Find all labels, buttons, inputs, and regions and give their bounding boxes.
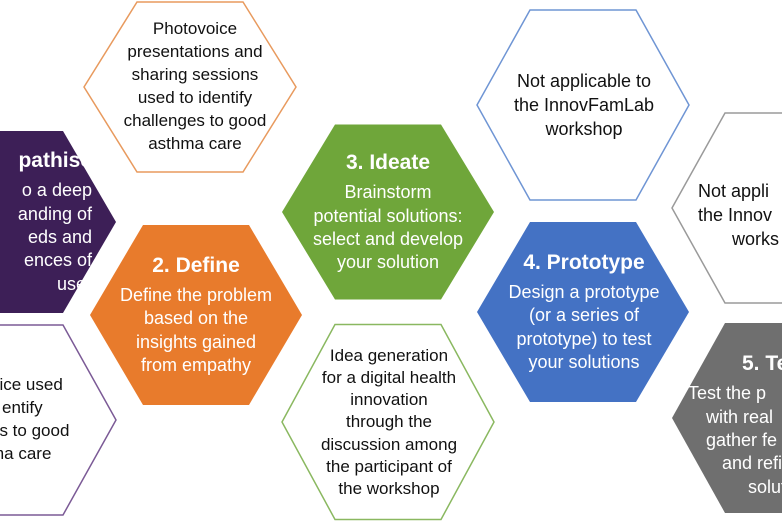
- text-line: ences of: [23, 250, 92, 271]
- text-line: workshop: [545, 119, 623, 140]
- text-line: from empathy: [140, 354, 252, 375]
- text-line: the Innov: [698, 204, 773, 225]
- stage-prototype: 4. Prototype Design a prototype (or a se…: [482, 222, 686, 402]
- text-line: Test the p: [688, 383, 767, 404]
- hexagon-ideate-note: [281, 323, 495, 521]
- text-line: o a deep: [21, 180, 92, 201]
- text-line: insights gained: [135, 331, 257, 352]
- text-line: asthma care: [148, 133, 242, 153]
- text-line: Not applicable to: [516, 70, 652, 91]
- hexagon-empathise-bottom-note: [0, 324, 117, 516]
- text-line: es to good: [0, 421, 70, 440]
- hexagon-prototype-note: [476, 9, 690, 201]
- hexagon-ideate: [282, 124, 494, 300]
- text-line: the participant of: [326, 456, 452, 476]
- text-line: based on the: [143, 308, 249, 329]
- text-line: Idea generation: [329, 346, 449, 366]
- text-line: gather fe: [706, 429, 778, 450]
- text-line: Not appli: [698, 180, 770, 201]
- hexagon-empathise-top-note: [83, 1, 297, 173]
- note-ideate: Idea generation for a digital health inn…: [290, 325, 488, 520]
- text-line: solut: [748, 476, 782, 497]
- stage-prototype-title: 4. Prototype: [523, 250, 645, 274]
- text-line: the workshop: [338, 478, 440, 498]
- note-prototype: Not applicable to the InnovFamLab worksh…: [482, 30, 686, 180]
- note-empathise-top: Photovoice presentations and sharing ses…: [96, 2, 294, 172]
- stage-define: 2. Define Define the problem based on th…: [96, 225, 296, 405]
- stage-test-text: Test the p with real gather fe and refi …: [686, 382, 782, 499]
- note-empathise-bottom-text: oice used entify es to good ma care: [0, 374, 69, 466]
- text-line: your solution: [336, 252, 440, 273]
- stage-empathise: pathise o a deep anding of eds and ences…: [0, 132, 92, 312]
- stage-empathise-text: o a deep anding of eds and ences of user: [18, 179, 92, 296]
- text-line: discussion among: [320, 434, 458, 454]
- note-empathise-top-text: Photovoice presentations and sharing ses…: [124, 18, 267, 156]
- hexagon-test-note: [671, 112, 782, 304]
- text-line: Design a prototype: [508, 281, 660, 302]
- text-line: the InnovFamLab: [513, 94, 655, 115]
- stage-empathise-title: pathise: [18, 148, 92, 172]
- text-line: with real: [706, 406, 774, 427]
- stage-prototype-text: Design a prototype (or a series of proto…: [508, 281, 659, 375]
- note-test: Not appli the Innov works: [690, 150, 782, 280]
- text-line: eds and: [27, 226, 92, 247]
- text-line: used to identify: [137, 88, 253, 107]
- text-line: potential solutions:: [313, 205, 463, 226]
- text-line: works: [732, 229, 780, 250]
- text-line: select and develop: [312, 229, 464, 250]
- note-test-text: Not appli the Innov works: [690, 179, 779, 252]
- text-line: user: [56, 273, 92, 294]
- text-line: entify: [2, 398, 43, 418]
- text-line: and refi: [722, 453, 782, 474]
- note-prototype-text: Not applicable to the InnovFamLab worksh…: [514, 69, 654, 142]
- text-line: Photovoice: [152, 19, 238, 39]
- text-line: innovation: [350, 390, 428, 410]
- stage-test: 5. Te Test the p with real gather fe and…: [686, 330, 782, 520]
- text-line: Define the problem: [119, 284, 273, 305]
- hexagon-prototype: [477, 222, 689, 402]
- stage-ideate-title: 3. Ideate: [345, 151, 431, 175]
- hexagon-test: [672, 323, 782, 513]
- text-line: Brainstorm: [344, 182, 432, 203]
- text-line: challenges to good: [123, 110, 267, 130]
- text-line: ma care: [0, 443, 52, 463]
- text-line: presentations and: [127, 42, 263, 62]
- note-empathise-bottom: oice used entify es to good ma care: [0, 325, 90, 515]
- text-line: through the: [345, 412, 432, 432]
- hexagon-define: [90, 225, 302, 405]
- stage-define-text: Define the problem based on the insights…: [120, 284, 272, 378]
- note-ideate-text: Idea generation for a digital health inn…: [321, 345, 457, 500]
- stage-ideate-text: Brainstorm potential solutions: select a…: [313, 181, 463, 275]
- hexagon-empathise: [0, 131, 116, 313]
- text-line: prototype) to test: [516, 328, 652, 349]
- text-line: your solutions: [528, 351, 640, 372]
- text-line: for a digital health: [321, 368, 457, 388]
- stage-test-title: 5. Te: [742, 351, 782, 375]
- text-line: oice used: [0, 375, 63, 395]
- text-line: (or a series of: [528, 305, 640, 326]
- text-line: anding of: [17, 203, 92, 224]
- stage-define-title: 2. Define: [152, 253, 240, 277]
- stage-ideate: 3. Ideate Brainstorm potential solutions…: [288, 125, 488, 300]
- text-line: sharing sessions: [131, 65, 259, 85]
